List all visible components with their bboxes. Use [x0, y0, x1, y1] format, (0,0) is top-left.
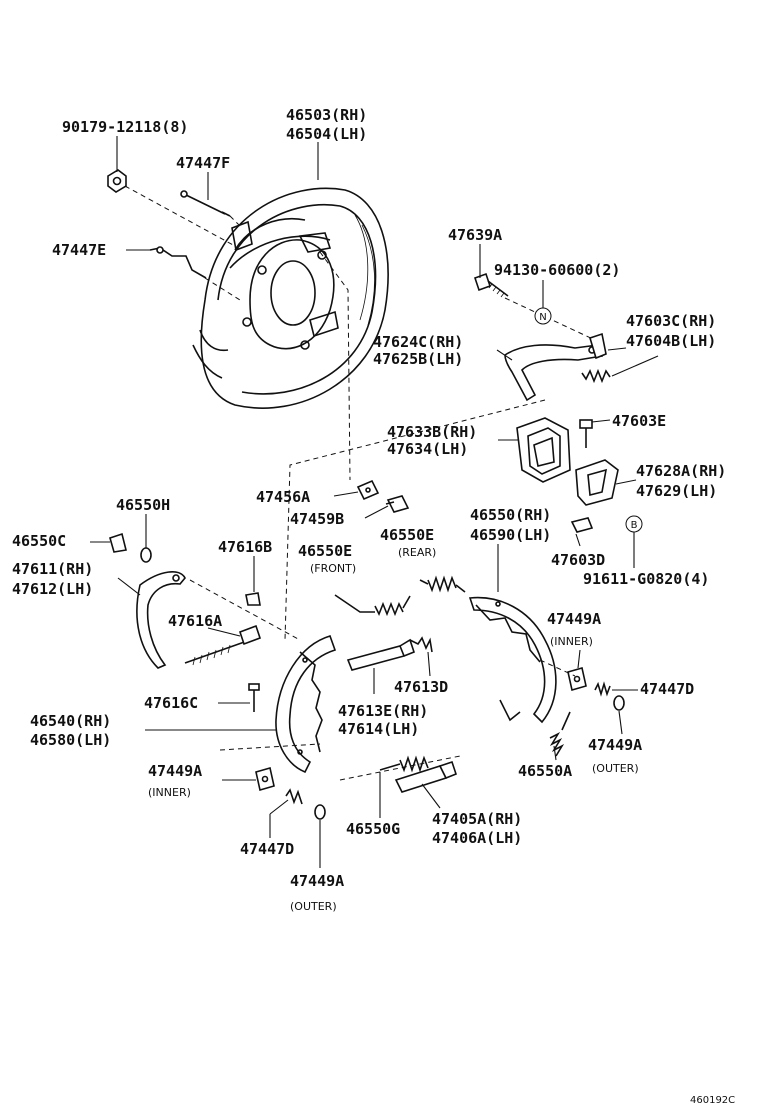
label-47616C: 47616C	[144, 694, 198, 712]
leader-lines	[90, 136, 659, 868]
pin-47603E	[579, 419, 593, 448]
clip-47456A	[356, 479, 380, 501]
spring-47447D-r	[594, 681, 611, 697]
spring-46550A	[549, 711, 571, 757]
label-46550A: 46550A	[518, 762, 572, 780]
label-rear: (REAR)	[398, 546, 436, 559]
label-46540: 46540(RH)	[30, 712, 111, 730]
washer-46550H	[140, 547, 152, 563]
label-47449A-inner-r: 47449A	[547, 610, 601, 628]
label-outer-r: (OUTER)	[592, 762, 639, 775]
label-46550: 46550(RH)	[470, 506, 551, 524]
adjuster-47616A	[184, 624, 262, 666]
label-47634: 47634(LH)	[387, 440, 468, 458]
label-47603E: 47603E	[612, 412, 666, 430]
label-outer-l: (OUTER)	[290, 900, 337, 913]
label-inner-r: (INNER)	[550, 635, 593, 648]
diagram-code: 460192C	[690, 1095, 735, 1106]
nut-90179	[107, 169, 127, 193]
label-47612: 47612(LH)	[12, 580, 93, 598]
label-46580: 46580(LH)	[30, 731, 111, 749]
label-47447D-r: 47447D	[640, 680, 694, 698]
bracket-47633B	[516, 417, 571, 483]
label-47613E: 47613E(RH)	[338, 702, 428, 720]
label-47406A: 47406A(LH)	[432, 829, 522, 847]
backing-plate	[192, 187, 389, 409]
label-46550H: 46550H	[116, 496, 170, 514]
clip-47616B	[245, 592, 261, 606]
label-47447F: 47447F	[176, 154, 230, 172]
cap-47449A-outer-r	[613, 695, 625, 711]
spring-47447D-l	[285, 788, 303, 805]
label-46550C: 46550C	[12, 532, 66, 550]
shoe-46550	[468, 596, 557, 724]
label-47611: 47611(RH)	[12, 560, 93, 578]
label-47616A: 47616A	[168, 612, 222, 630]
label-47604B: 47604B(LH)	[626, 332, 716, 350]
svg-text:B: B	[631, 520, 638, 531]
label-47456A: 47456A	[256, 488, 310, 506]
label-47639A: 47639A	[448, 226, 502, 244]
adjuster-47459B	[385, 495, 410, 513]
spring-47613D	[409, 636, 433, 653]
label-47449A-outer-r: 47449A	[588, 736, 642, 754]
label-47629: 47629(LH)	[636, 482, 717, 500]
label-front: (FRONT)	[310, 562, 356, 575]
label-47405A: 47405A(RH)	[432, 810, 522, 828]
bracket-47628A	[575, 459, 619, 506]
shoe-46540	[275, 635, 337, 774]
clip-47449A-inner-r	[567, 666, 587, 692]
label-91611: 91611-G0820(4)	[583, 570, 709, 588]
label-47459B: 47459B	[290, 510, 344, 528]
label-47633B: 47633B(RH)	[387, 423, 477, 441]
adjuster-47405A	[379, 755, 457, 793]
part-labels: 90179-12118(8) 46503(RH) 46504(LH) 47447…	[12, 106, 735, 1106]
label-46504: 46504(LH)	[286, 125, 367, 143]
strut-47613E	[346, 638, 415, 671]
label-47613D: 47613D	[394, 678, 448, 696]
label-47449A-inner-l: 47449A	[148, 762, 202, 780]
clip-47603D	[570, 517, 594, 533]
label-46550E-rear: 46550E	[380, 526, 434, 544]
label-47447E: 47447E	[52, 241, 106, 259]
callout-B: B	[625, 515, 643, 568]
label-47616B: 47616B	[218, 538, 272, 556]
label-47624C: 47624C(RH)	[373, 333, 463, 351]
label-47603C: 47603C(RH)	[626, 312, 716, 330]
label-46503: 46503(RH)	[286, 106, 367, 124]
label-47614: 47614(LH)	[338, 720, 419, 738]
label-47449A-outer-l: 47449A	[290, 872, 344, 890]
label-46550E-front: 46550E	[298, 542, 352, 560]
bolt-47639A	[473, 272, 509, 298]
label-47603D: 47603D	[551, 551, 605, 569]
label-46550G: 46550G	[346, 820, 400, 838]
spring-47603C	[581, 368, 611, 384]
pin-47616C	[248, 683, 260, 712]
label-47625B: 47625B(LH)	[373, 350, 463, 368]
spring-46550E-rear	[419, 575, 466, 593]
label-94130: 94130-60600(2)	[494, 261, 620, 279]
label-46590: 46590(LH)	[470, 526, 551, 544]
callout-N: N	[534, 280, 552, 325]
label-47447D-l: 47447D	[240, 840, 294, 858]
svg-text:N: N	[539, 312, 546, 323]
pin-47447F	[180, 190, 231, 217]
clip-47449A-inner-l	[255, 766, 275, 792]
label-90179: 90179-12118(8)	[62, 118, 188, 136]
cap-47449A-outer-l	[314, 804, 326, 820]
lever-47624C	[504, 344, 604, 402]
label-47628A: 47628A(RH)	[636, 462, 726, 480]
clip-47603C	[589, 332, 607, 360]
label-inner-l: (INNER)	[148, 786, 191, 799]
wire-47447E	[149, 246, 207, 279]
lever-47611	[136, 571, 186, 669]
clip-46550C	[109, 532, 127, 553]
spring-46550E-front	[334, 594, 411, 617]
